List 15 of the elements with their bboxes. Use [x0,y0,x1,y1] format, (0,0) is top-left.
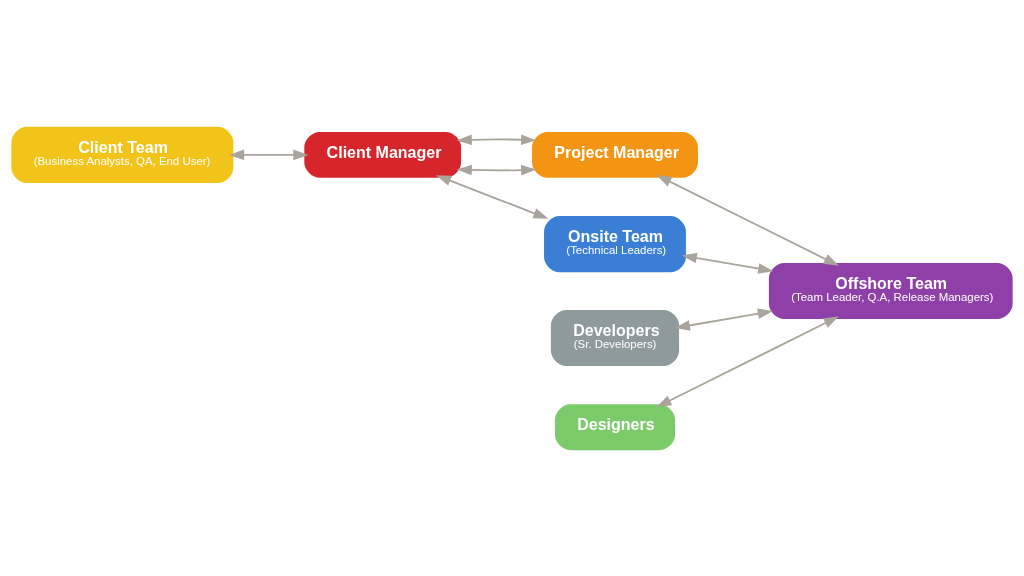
arrow [229,149,309,160]
arrow [436,174,549,219]
arrow [681,252,774,274]
arrow [456,164,537,175]
node-box: Designers [554,403,676,450]
node-box: Client Team (Business Analysts, QA, End User) [11,126,234,183]
node-box: Client Manager [304,131,462,178]
node-box: Offshore Team (Team Leader, Q.A, Release Managers) [768,262,1013,319]
arrow [674,307,773,331]
arrow [656,315,839,407]
arrow [456,133,537,145]
arrow [656,174,839,266]
node-box: Project Manager [532,131,698,178]
node-box: Onsite Team (Technical Leaders) [544,215,686,272]
node-box: Developers (Sr. Developers) [550,309,680,366]
